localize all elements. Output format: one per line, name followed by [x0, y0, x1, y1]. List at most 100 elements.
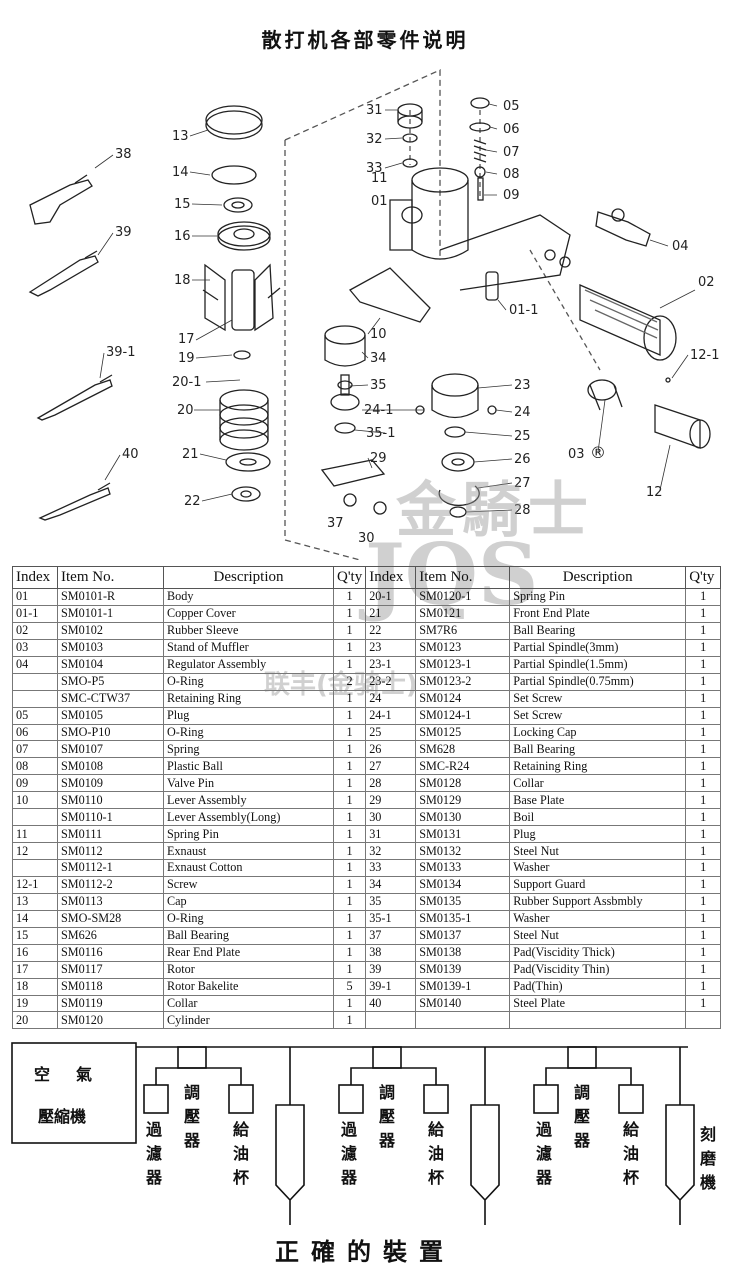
cell-qty: 1: [332, 621, 367, 640]
callout-label-38: 38: [115, 147, 132, 162]
cell-index: 01: [12, 588, 58, 606]
cell-qty: 1: [685, 926, 722, 945]
cell-item-no: SM0140: [415, 994, 511, 1013]
setup-caption: 正確的裝置: [275, 1238, 455, 1266]
cell-description: Lever Assembly: [163, 791, 334, 810]
header-qty: Q'ty: [332, 566, 367, 589]
cell-item-no: SM0135-1: [415, 909, 511, 928]
cell-index: 35-1: [365, 909, 417, 928]
cell-description: Collar: [163, 994, 334, 1013]
parts-table: Index Item No. Description Q'ty Index It…: [12, 566, 722, 1030]
callout-label-21: 21: [182, 447, 199, 462]
cell-item-no: SM0120: [57, 1011, 164, 1030]
grinder-tool: [665, 1047, 695, 1225]
cell-qty: 1: [332, 909, 367, 928]
callout-label-17: 17: [178, 332, 195, 347]
cell-item-no: SM0123: [415, 638, 511, 657]
cell-item-no: SM0117: [57, 960, 164, 979]
lubricator-label-char: 杯: [623, 1168, 640, 1187]
cell-qty: 1: [332, 1011, 367, 1030]
cell-index: 35: [365, 892, 417, 911]
cell-qty: 1: [332, 723, 367, 742]
regulator-box: [372, 1046, 402, 1069]
cell-description: Plastic Ball: [163, 757, 334, 776]
cell-item-no: SM0128: [415, 774, 511, 793]
filter-label-char: 濾: [146, 1144, 162, 1163]
header-item-no: Item No.: [415, 566, 511, 589]
lubricator-label-char: 給: [428, 1120, 445, 1139]
filter-box: [533, 1084, 559, 1114]
cell-description: Set Screw: [509, 706, 687, 725]
cell-description: O-Ring: [163, 723, 334, 742]
callout-label-06: 06: [503, 122, 520, 137]
cell-description: Partial Spindle(1.5mm): [509, 655, 687, 674]
cell-qty: 1: [332, 588, 367, 606]
cell-description: Rubber Support Assbmbly: [509, 892, 687, 911]
cell-description: Stand of Muffler: [163, 638, 334, 657]
cell-item-no: SM0139-1: [415, 977, 511, 996]
cell-description: Washer: [509, 859, 687, 877]
cell-item-no: SMO-SM28: [57, 909, 164, 928]
cell-qty: 1: [332, 740, 367, 759]
cell-qty: 1: [332, 604, 367, 623]
cell-qty: 1: [685, 892, 722, 911]
filter-label-char: 器: [145, 1168, 163, 1187]
regulator-label-char: 壓: [574, 1107, 590, 1126]
regulator-box: [567, 1046, 597, 1069]
cell-qty: 1: [685, 638, 722, 657]
callout-label-13: 13: [172, 129, 189, 144]
cell-qty: 1: [332, 825, 367, 844]
cell-qty: 1: [332, 994, 367, 1013]
callout-label-20-1: 20-1: [172, 375, 202, 390]
cell-item-no: SM0112-1: [57, 859, 164, 877]
regulator-label-char: 器: [183, 1131, 201, 1150]
cell-description: Ball Bearing: [163, 926, 334, 945]
cell-item-no: SM0130: [415, 808, 511, 827]
cell-item-no: SM0109: [57, 774, 164, 793]
cell-item-no: SM0101-1: [57, 604, 164, 623]
cell-item-no: SMC-R24: [415, 757, 511, 776]
cell-index: 17: [12, 960, 58, 979]
cell-item-no: SM0123-2: [415, 672, 511, 691]
callout-label-12-1: 12-1: [690, 348, 720, 363]
cell-index: 28: [365, 774, 417, 793]
cell-index: 23-1: [365, 655, 417, 674]
compressor-label-2: 氣: [76, 1065, 92, 1084]
cell-qty: 1: [685, 689, 722, 708]
cell-index: 22: [365, 621, 417, 640]
cell-description: O-Ring: [163, 909, 334, 928]
lubricator-label-char: 杯: [428, 1168, 445, 1187]
cell-item-no: SM0125: [415, 723, 511, 742]
regulator-label-char: 調: [379, 1083, 395, 1102]
cell-qty: 1: [332, 689, 367, 708]
cell-description: Steel Plate: [509, 994, 687, 1013]
cell-description: Spring Pin: [163, 825, 334, 844]
cell-item-no: SM0113: [57, 892, 164, 911]
callout-label-08: 08: [503, 167, 520, 182]
registered-mark: ®: [590, 443, 606, 462]
cell-index: 04: [12, 655, 58, 674]
cell-item-no: SM0138: [415, 943, 511, 962]
cell-index: 25: [365, 723, 417, 742]
filter-label-char: 過: [340, 1120, 358, 1139]
callout-label-32: 32: [366, 132, 383, 147]
cell-item-no: SM0119: [57, 994, 164, 1013]
callout-label-25: 25: [514, 429, 531, 444]
cell-qty: 5: [332, 977, 367, 996]
callout-label-24: 24: [514, 405, 531, 420]
cell-index: 39-1: [365, 977, 417, 996]
grinder-tool: [275, 1047, 305, 1225]
cell-index: [365, 1011, 417, 1030]
cell-qty: 1: [685, 960, 722, 979]
cell-item-no: SM0120-1: [415, 588, 511, 606]
cell-description: Rubber Sleeve: [163, 621, 334, 640]
filter-box: [143, 1084, 169, 1114]
cell-index: 18: [12, 977, 58, 996]
tool-label-char: 刻: [700, 1125, 716, 1144]
